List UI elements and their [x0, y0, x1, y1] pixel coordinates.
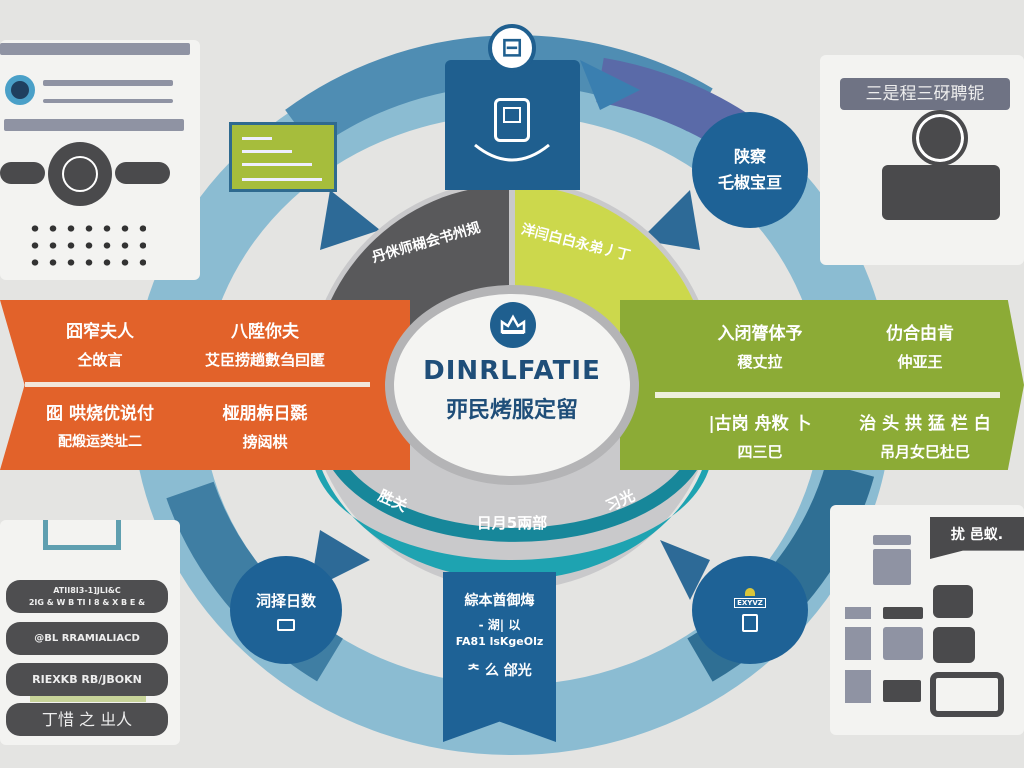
orange-band: 囧窄夫人仝敀言 八陞你夫艾臣捞趟數刍囙匿 囮 哄烧优说付配煅运类址二 桠朋栴日毲… [0, 300, 410, 470]
green-item-1: 入闭膂体予稷丈拉 [717, 324, 803, 371]
list-item[interactable]: ATII8I3-1]JLI&C 2IG & W B TI I 8 & X B E… [6, 580, 168, 613]
sign-icon [277, 618, 295, 631]
info-circle-top-right: 陕察乇椒宝亘 [692, 112, 808, 228]
green-item-2: 仂合由肯仲亚王 [886, 324, 954, 371]
center-subtitle: 丣民烤服定留 [445, 398, 578, 423]
toggle-right [115, 162, 170, 184]
box-icon [43, 520, 121, 550]
highlight-bar [30, 696, 146, 702]
divider [655, 392, 1000, 398]
green-item-4: 治 头 拱 猛 栏 白吊月女巳杜巳 [859, 414, 991, 461]
bottom-banner: 綜本酋御烸 - 湖| 以 FA81 lsKgeOlz ᄎ 么 郃光 [443, 572, 556, 742]
arrow-head [640, 190, 700, 250]
arrow-head [320, 190, 380, 250]
list-item[interactable]: @BL RRAMIALIACD [6, 622, 168, 655]
green-band: 入闭膂体予稷丈拉 仂合由肯仲亚王 |古岗 舟敉 卜四三巳 治 头 拱 猛 栏 白… [620, 300, 1024, 470]
top-tab [445, 60, 580, 190]
segment-label-bottom-center: 日月5兩部 [476, 514, 548, 532]
arrow-head [580, 60, 640, 110]
dot-grid [26, 220, 146, 270]
center-title: DINRLFATIE [423, 356, 601, 386]
frame-icon [930, 672, 1004, 717]
green-card-icon [229, 122, 337, 192]
bell-icon [745, 588, 755, 596]
orange-item-2: 八陞你夫艾臣捞趟數刍囙匿 [204, 322, 325, 369]
info-circle-bottom-right: EXYVZ [692, 556, 808, 664]
crown-icon [490, 302, 536, 348]
label-badge: EXYVZ [734, 598, 766, 608]
green-item-3: |古岗 舟敉 卜四三巳 [708, 414, 812, 461]
handshake-icon [48, 142, 112, 206]
document-icon [742, 614, 758, 632]
panel-header-bar [0, 43, 190, 55]
target-icon [5, 75, 35, 105]
person-icon [882, 110, 1002, 220]
orange-item-1: 囧窄夫人仝敀言 [66, 322, 134, 369]
orange-item-3: 囮 哄烧优说付配煅运类址二 [46, 404, 154, 450]
plus-icon: ⊟ [488, 24, 536, 72]
panel-label: 三是程三砑聘铌 [840, 78, 1010, 110]
toggle-left [0, 162, 45, 184]
list-item[interactable]: 丁惜 之 ㄓ人 [6, 703, 168, 736]
list-item[interactable]: RIEXKB RB/JBOKN [6, 663, 168, 696]
laurel-icon [474, 143, 550, 162]
divider [25, 382, 370, 387]
info-circle-bottom-left: 泀择日数 [230, 556, 342, 664]
device-icon [494, 98, 530, 142]
orange-item-4: 桠朋栴日毲搒闼栱 [222, 404, 308, 451]
